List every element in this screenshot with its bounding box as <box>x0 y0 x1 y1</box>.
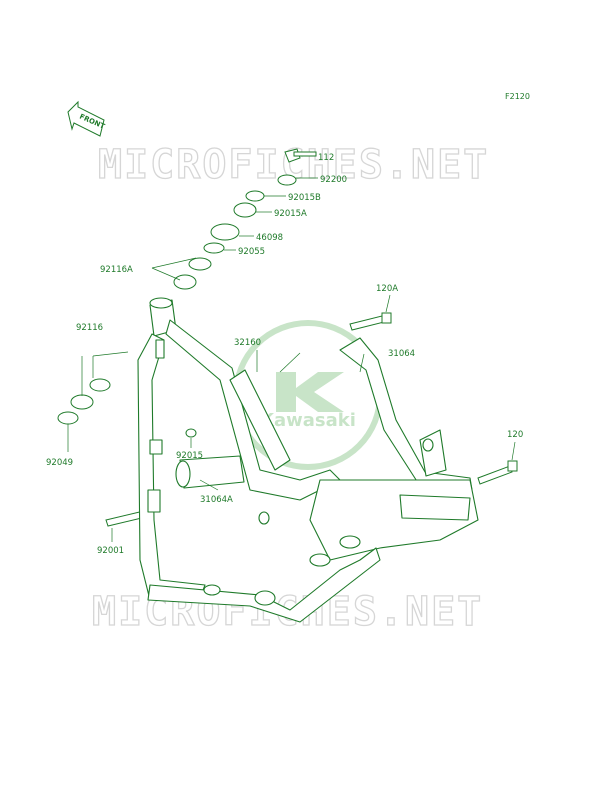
bolt-120a-icon <box>349 315 385 331</box>
frame-drawing <box>137 297 479 623</box>
kawasaki-logo-text: Kawasaki <box>260 410 356 431</box>
part-label-92015: 92015 <box>176 451 203 461</box>
part-labels: 112 92200 92015B 92015A 46098 92055 9211… <box>46 153 523 556</box>
leader-lines <box>67 155 516 542</box>
nut-92015b-icon <box>245 190 265 202</box>
part-label-92015b: 92015B <box>288 193 321 203</box>
washer-92200-icon <box>277 174 297 186</box>
bolt-shaft-icon <box>293 151 317 157</box>
part-label-46098: 46098 <box>256 233 283 243</box>
seal-92049-icon <box>57 411 79 425</box>
figure-code: F2120 <box>505 92 530 101</box>
race-lower-icon <box>89 378 111 392</box>
part-label-92200: 92200 <box>320 175 347 185</box>
cover-46098-icon <box>210 223 240 241</box>
front-arrow-icon: FRONT <box>67 100 106 137</box>
part-label-92116a: 92116A <box>100 265 133 275</box>
part-label-32160: 32160 <box>234 338 261 348</box>
bolt-120-head-icon <box>507 460 518 472</box>
bolt-120-icon <box>477 465 513 485</box>
steering-head-parts <box>57 148 317 425</box>
bearing-lower-icon <box>70 394 94 410</box>
bolt-120a-head-icon <box>381 312 392 324</box>
part-label-31064a: 31064A <box>200 495 233 505</box>
part-label-92015a: 92015A <box>274 209 307 219</box>
race-upper-icon <box>173 274 197 290</box>
part-label-92055: 92055 <box>238 247 265 257</box>
part-label-31064: 31064 <box>388 349 415 359</box>
part-label-120a: 120A <box>376 284 398 294</box>
part-label-92116: 92116 <box>76 323 103 333</box>
bearing-upper-icon <box>188 257 212 271</box>
part-label-120: 120 <box>507 430 523 440</box>
seal-92055-icon <box>203 242 225 254</box>
nut-92015-icon <box>185 428 197 438</box>
part-label-92049: 92049 <box>46 458 73 468</box>
part-label-92001: 92001 <box>97 546 124 556</box>
part-label-112: 112 <box>318 153 334 163</box>
nut-92015a-icon <box>233 202 257 218</box>
